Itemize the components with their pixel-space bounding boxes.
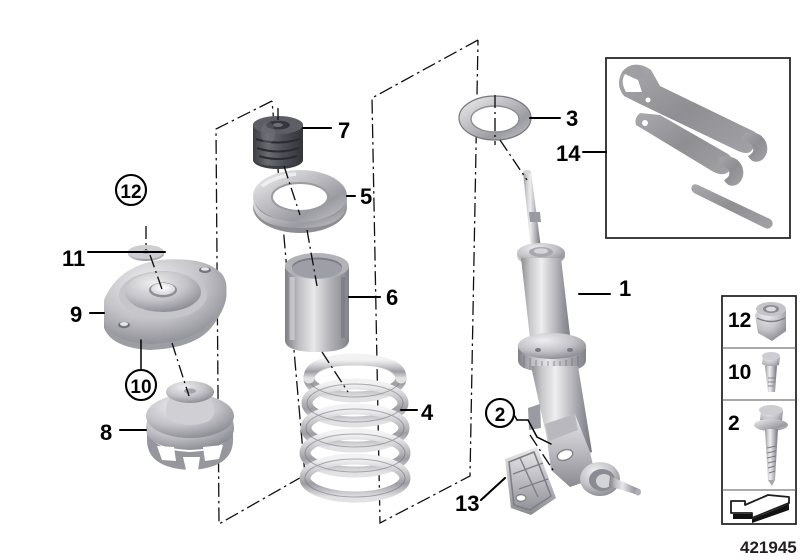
part-7-bump-stop [253,116,303,169]
callout-4-coil-spring[interactable]: 4 [421,400,434,425]
part-8-support-bearing [146,381,234,470]
callout-6-protective-tube[interactable]: 6 [386,285,398,310]
callout-2-bolt[interactable]: 2 [484,397,516,429]
callout-3-washer-ring[interactable]: 3 [566,106,578,131]
callout-9-mount-plate[interactable]: 9 [70,302,82,327]
callout-8-support-bearing[interactable]: 8 [100,420,112,445]
callout-9-label: 9 [70,302,82,327]
callout-1-label: 1 [619,276,631,301]
part-4-coil-spring [299,353,411,503]
part-1-shock-absorber [517,170,641,496]
callout-8-label: 8 [100,420,112,445]
callout-13-label: 13 [455,491,479,516]
callout-12-label: 12 [120,182,141,203]
part-11-cap [128,245,164,261]
callout-13-shield[interactable]: 13 [455,491,479,516]
legend-cell-labels: 12 10 2 [728,309,751,435]
group-box-spring-components [215,100,306,526]
assembly-axis-lines [145,95,556,474]
legend-cell-short-bolt-label: 10 [728,361,751,384]
callout-11-cap[interactable]: 11 [62,246,85,271]
callout-10-bolt[interactable]: 10 [124,368,158,402]
callout-14-label: 14 [556,141,581,166]
callout-14-tool-set[interactable]: 14 [556,141,581,166]
callout-6-label: 6 [386,285,398,310]
part-6-protective-tube [285,253,349,352]
lock-nut-icon [755,302,786,341]
callout-7-label: 7 [338,118,350,143]
diagram-part-number: 421945 [740,538,797,557]
leader-lines [86,116,612,502]
part-9-mount-plate [104,259,227,350]
callout-12-lock-nut[interactable]: 12 [114,173,148,207]
callout-7-bump-stop[interactable]: 7 [338,118,350,143]
callout-5-label: 5 [360,184,372,209]
callout-5-spring-pad[interactable]: 5 [360,184,372,209]
long-bolt-icon [754,405,788,486]
callout-2-label: 2 [495,405,506,426]
callout-4-label: 4 [421,400,434,425]
short-bolt-icon [762,352,780,392]
legend-cell-lock-nut-label: 12 [728,309,751,332]
group-box-strut-components [371,39,479,525]
callout-11-label: 11 [62,246,85,271]
direction-arrow-icon [730,494,790,523]
tool-set-box [605,57,791,239]
callout-1-shock-absorber[interactable]: 1 [619,276,631,301]
part-5-spring-pad [253,170,347,233]
callout-labels: 1 2 3 4 5 6 7 8 9 10 11 [62,106,631,516]
hardware-legend [721,295,797,525]
callout-10-label: 10 [130,377,151,398]
legend-cell-long-bolt-label: 2 [728,412,740,435]
callout-3-label: 3 [566,106,578,131]
part-13-shield [505,447,556,515]
